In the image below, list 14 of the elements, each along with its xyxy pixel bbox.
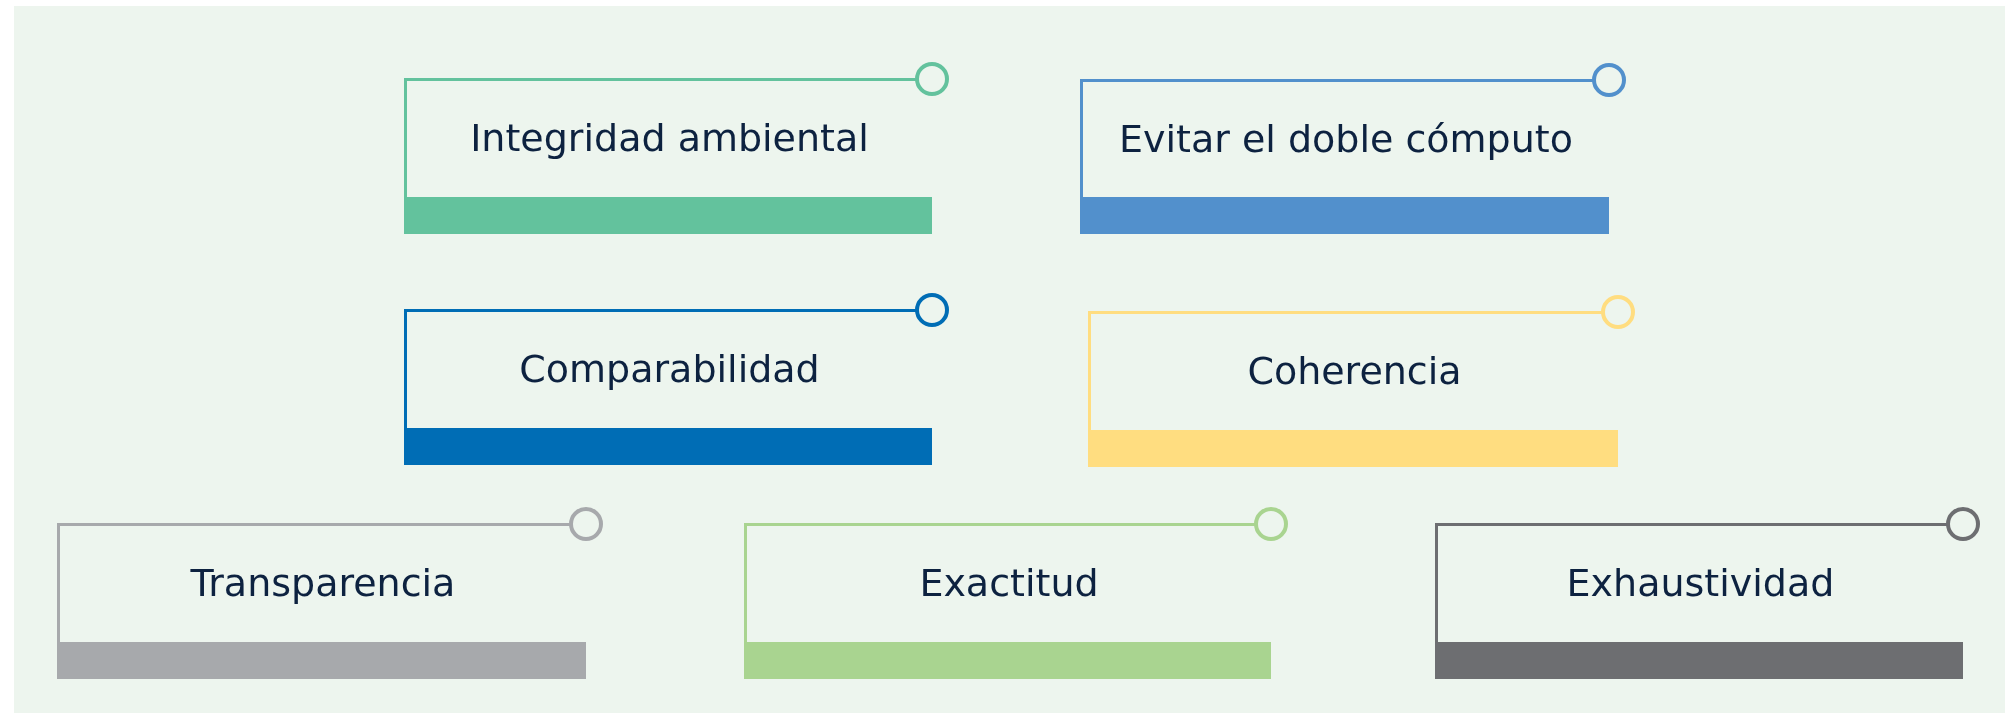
text-card	[404, 309, 932, 465]
card-title: Exhaustividad	[1566, 562, 1835, 606]
card-title: Coherencia	[1247, 350, 1462, 394]
text-card	[57, 523, 586, 679]
text-card	[1435, 523, 1963, 679]
card-title: Comparabilidad	[519, 348, 820, 392]
card-title: Integridad ambiental	[470, 117, 869, 161]
card-title: Transparencia	[190, 562, 456, 606]
text-card	[1080, 79, 1609, 234]
text-card	[404, 78, 932, 234]
card-title: Exactitud	[919, 562, 1099, 606]
text-card	[744, 523, 1271, 679]
text-card	[1088, 311, 1618, 467]
card-title: Evitar el doble cómputo	[1119, 117, 1573, 162]
